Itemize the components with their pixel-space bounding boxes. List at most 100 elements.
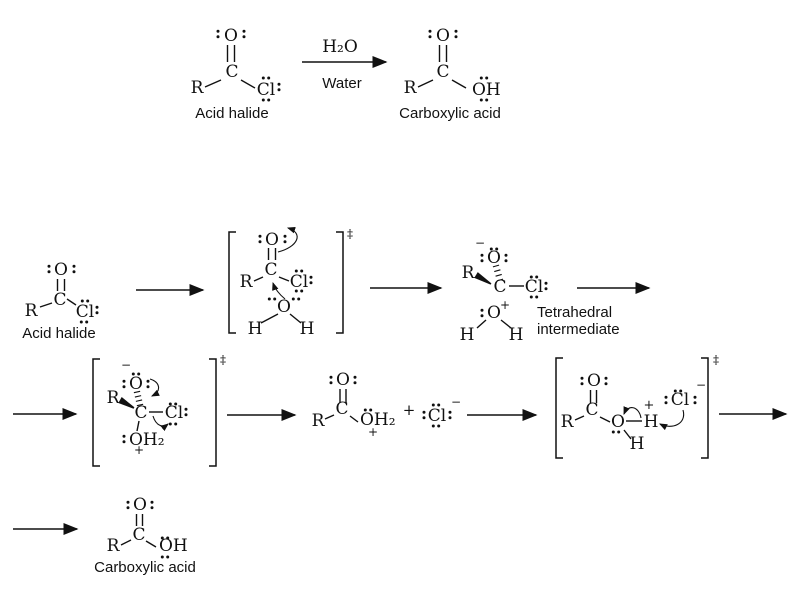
hydrogen-label: H xyxy=(509,325,524,345)
hydrogen-label: H xyxy=(644,412,659,432)
carbon-label: C xyxy=(585,400,598,420)
chlorine-label: Cl xyxy=(76,302,94,322)
c-o-bond xyxy=(349,415,359,423)
cl-lone-pair xyxy=(79,320,89,324)
molecule-name: Acid halide xyxy=(195,105,268,122)
o-lone-pair xyxy=(72,264,76,274)
o-lone-pair xyxy=(216,29,220,39)
cl-lone-pair xyxy=(309,275,313,285)
o-c-hash-bond xyxy=(133,390,144,407)
cl-lone-pair xyxy=(261,98,271,102)
double-dagger: ‡ xyxy=(220,353,226,367)
hydrogen-label: H xyxy=(300,319,315,339)
hydrogen-label: H xyxy=(630,434,645,454)
o-lone-pair xyxy=(454,29,458,39)
o-lone-pair xyxy=(122,379,126,389)
negative-charge: − xyxy=(121,358,131,372)
base-curved-arrow xyxy=(659,409,685,431)
carbon-label: C xyxy=(493,277,506,297)
molecule-name: Carboxylic acid xyxy=(94,559,196,576)
o-lone-pair xyxy=(291,297,301,301)
o-lone-pair xyxy=(242,29,246,39)
r-group-label: R xyxy=(240,272,254,292)
right-bracket xyxy=(209,358,217,467)
water-oxygen-label: O xyxy=(277,297,291,317)
o-lone-pair xyxy=(122,434,126,444)
carbon-label: C xyxy=(335,399,348,419)
o-h-bond xyxy=(260,313,279,324)
positive-charge: + xyxy=(368,425,378,439)
cl-lone-pair xyxy=(168,422,178,426)
cl-lone-pair xyxy=(95,305,99,315)
o-lone-pair xyxy=(479,76,489,80)
hydroxyl-label: OH xyxy=(159,536,188,556)
o-lone-pair xyxy=(489,247,499,251)
intermediate-name-line1: Tetrahedral xyxy=(537,304,612,321)
cl-lone-pair xyxy=(529,275,539,279)
reagent-name: Water xyxy=(322,75,361,92)
o-lone-pair xyxy=(611,430,621,434)
c-cl-bond xyxy=(240,79,256,89)
cl-lone-pair xyxy=(168,402,178,406)
cl-lone-pair xyxy=(431,424,441,428)
c-o-bond xyxy=(451,79,467,89)
lone-pair-curved-arrow xyxy=(149,378,160,397)
left-bracket xyxy=(228,231,236,334)
cl-lone-pair xyxy=(80,299,90,303)
o-h-bond xyxy=(500,319,512,329)
oxygen-label: O xyxy=(336,370,350,390)
o-lone-pair xyxy=(363,408,373,412)
leaving-group-curved-arrow xyxy=(152,415,169,432)
r-c-bond xyxy=(39,302,53,308)
hydroxyl-oxygen-label: O xyxy=(611,412,625,432)
o-lone-pair xyxy=(146,379,150,389)
oxonium-label: OH₂ xyxy=(129,430,165,450)
cl-lone-pair xyxy=(184,407,188,417)
intermediate-name-line2: intermediate xyxy=(537,321,620,338)
protonated-oxygen-label: O xyxy=(487,303,501,323)
r-group-label: R xyxy=(312,411,326,431)
oxygen-label: O xyxy=(436,26,450,46)
oxygen-label: O xyxy=(587,371,601,391)
molecule-name: Carboxylic acid xyxy=(399,105,501,122)
oxygen-label: O xyxy=(224,26,238,46)
cl-lone-pair xyxy=(261,76,271,80)
carbon-label: C xyxy=(436,62,449,82)
cl-lone-pair xyxy=(277,82,281,92)
c-o-bond xyxy=(136,420,140,432)
hydrogen-label: H xyxy=(460,325,475,345)
o-lone-pair xyxy=(47,264,51,274)
c-o-bond xyxy=(599,416,611,423)
c-cl-bond xyxy=(66,298,77,306)
o-lone-pair xyxy=(131,372,141,376)
deprotonation-curved-arrow xyxy=(623,406,642,419)
o-lone-pair xyxy=(160,536,170,540)
cl-lone-pair xyxy=(294,289,304,293)
o-lone-pair xyxy=(428,29,432,39)
carbon-label: C xyxy=(134,403,147,423)
carbon-label: C xyxy=(132,525,145,545)
o-lone-pair xyxy=(580,376,584,386)
hydroxyl-label: OH xyxy=(472,80,501,100)
o-lone-pair xyxy=(150,500,154,510)
o-lone-pair xyxy=(504,253,508,263)
cl-lone-pair xyxy=(294,269,304,273)
o-lone-pair xyxy=(283,234,287,244)
o-lone-pair xyxy=(480,308,484,318)
right-bracket xyxy=(701,357,709,459)
left-bracket xyxy=(555,357,563,459)
o-lone-pair xyxy=(329,375,333,385)
right-bracket xyxy=(336,231,344,334)
o-h-bond xyxy=(476,319,487,329)
r-c-bond xyxy=(120,539,132,546)
negative-charge: − xyxy=(451,395,461,409)
